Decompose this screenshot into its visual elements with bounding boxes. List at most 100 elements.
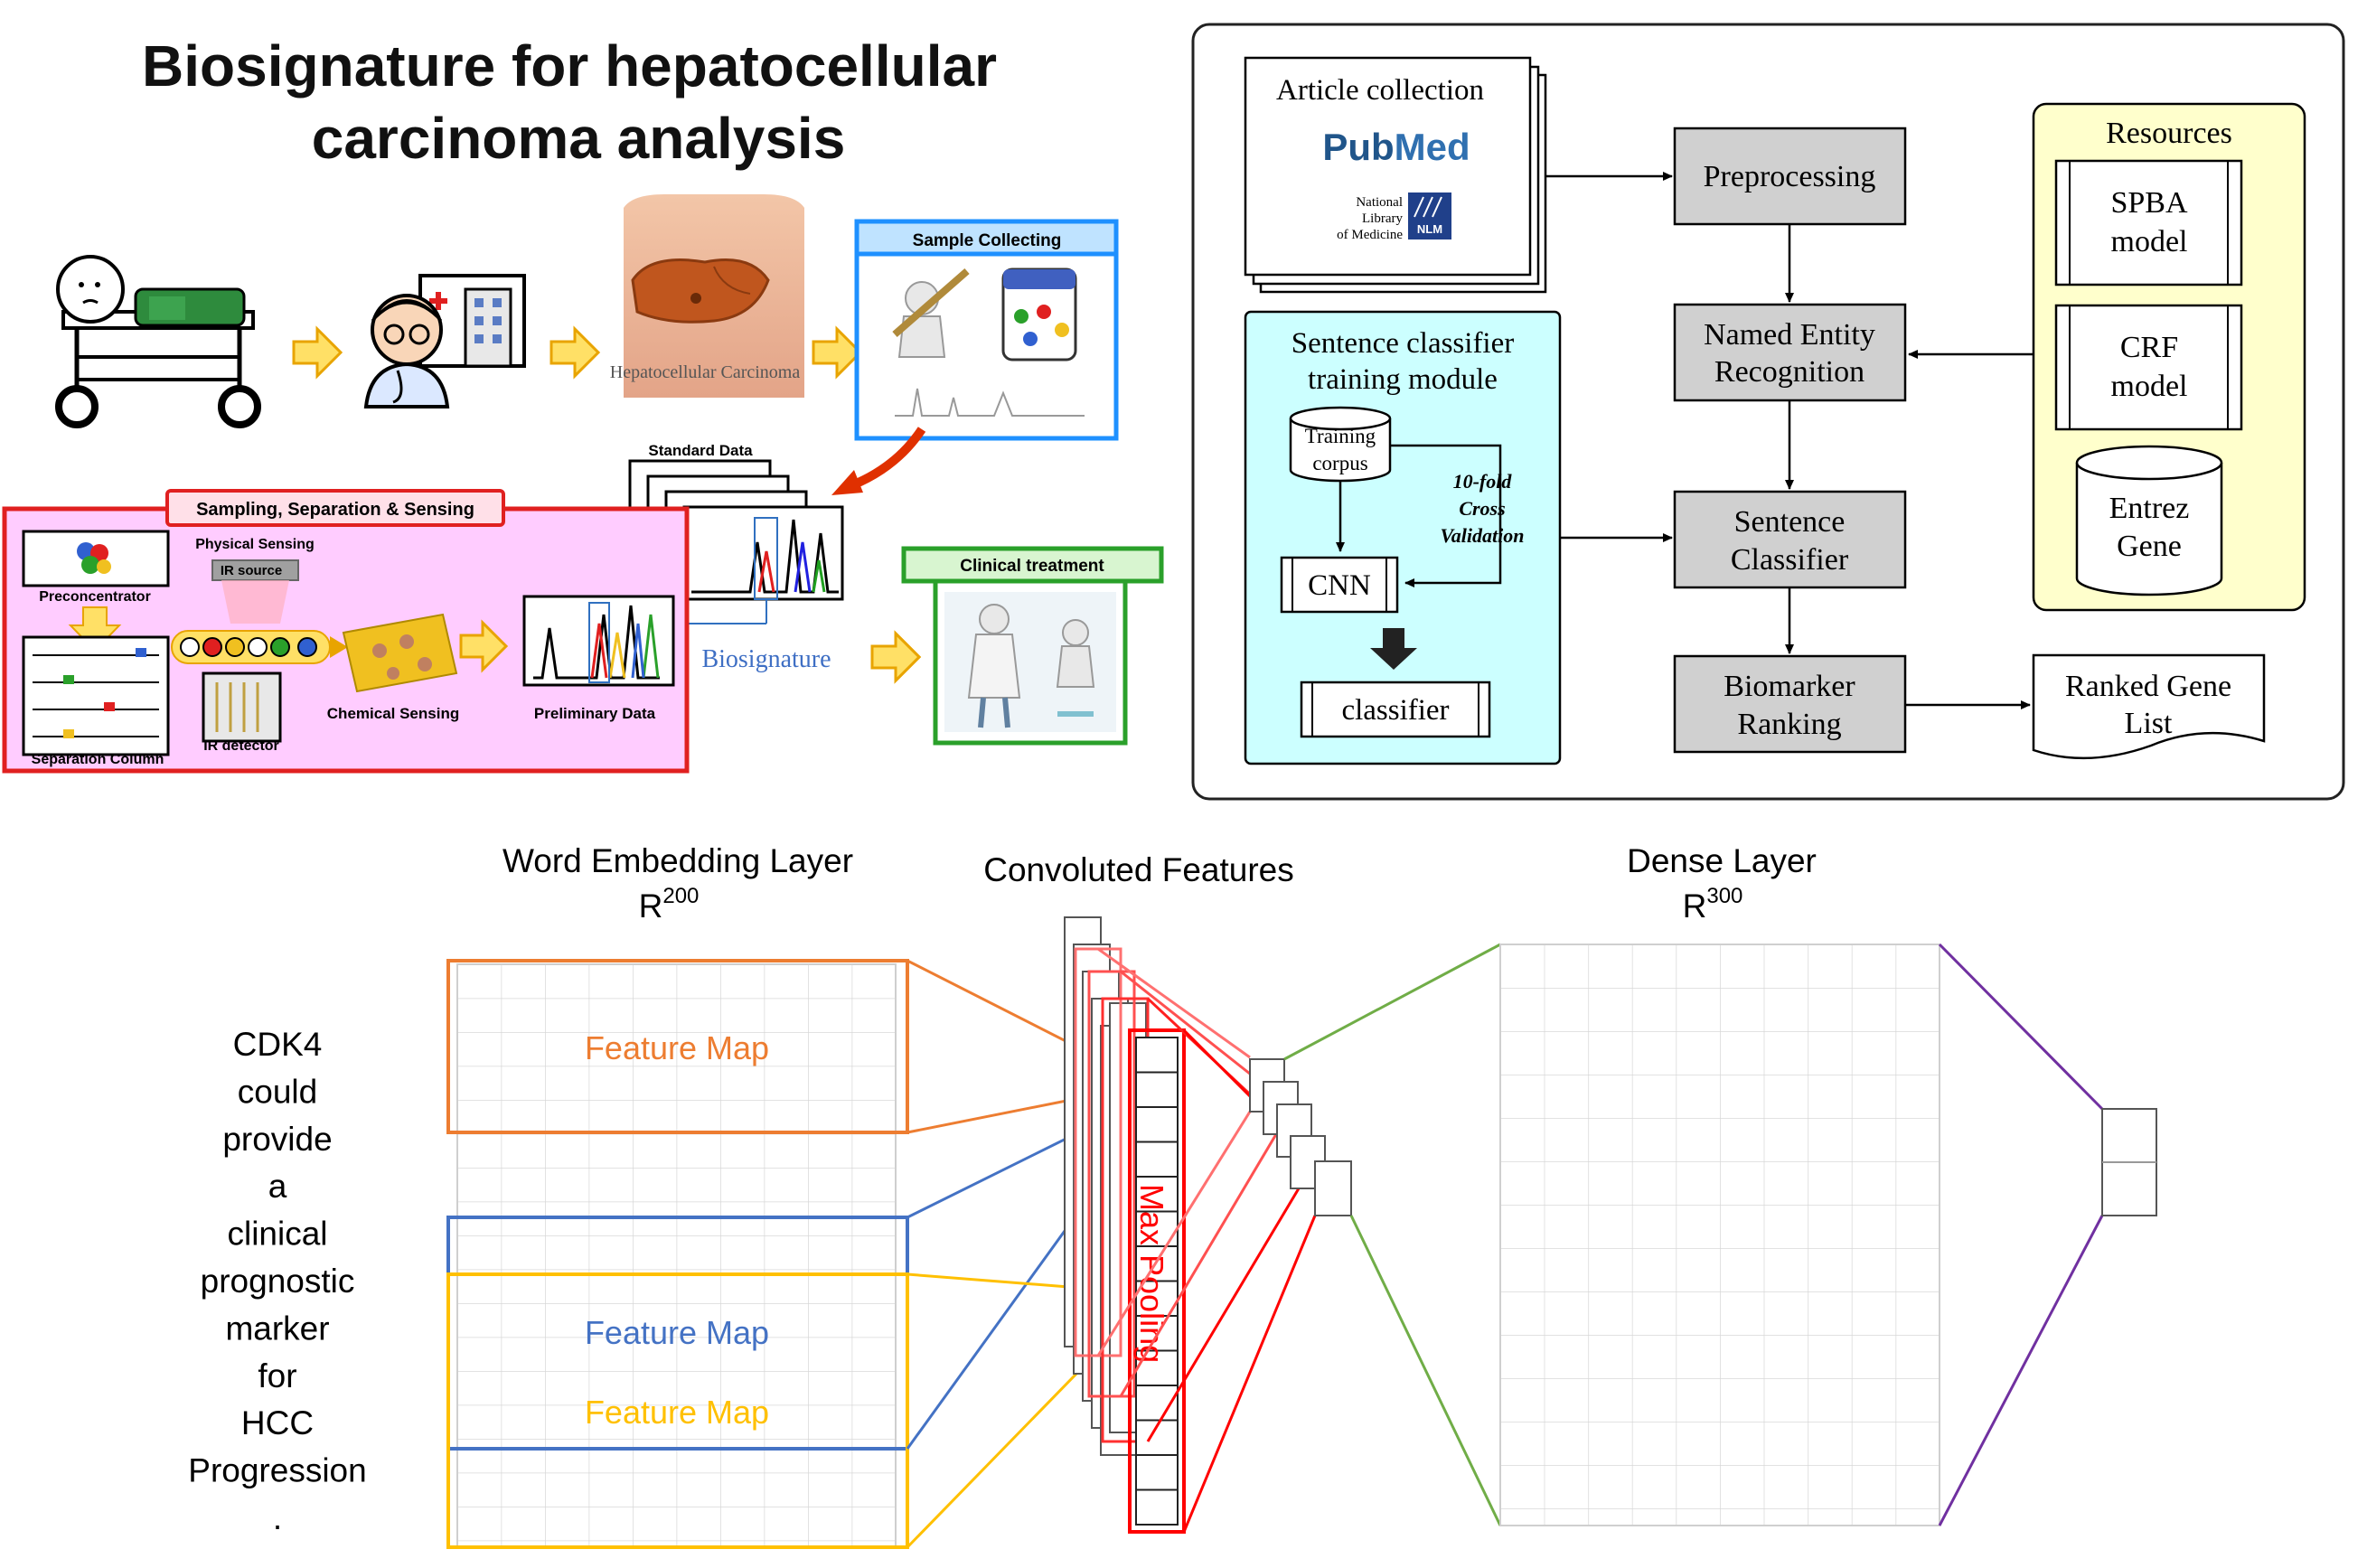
ner-label-line1: Named Entity — [1704, 318, 1875, 352]
classifier-label: classifier — [1341, 694, 1449, 727]
clinical-treatment-label: Clinical treatment — [960, 557, 1104, 576]
ranked-label-line1: Ranked Gene — [2065, 670, 2231, 703]
training-corpus-cylinder — [1289, 406, 1392, 483]
orange-connector-top — [906, 959, 1081, 1050]
sample-to-standard-arrow — [831, 427, 926, 495]
crf-label-line1: CRF — [2120, 331, 2178, 364]
sentence-classifier-box: Sentence Classifier — [1673, 490, 1907, 589]
training-module-panel: Sentence classifier training module Trai… — [1244, 310, 1562, 765]
biomarker-ranking-box: Biomarker Ranking — [1673, 654, 1907, 754]
ranked-label-line2: List — [2125, 707, 2173, 740]
doctor-hospital-icon — [363, 274, 526, 408]
feature-map-yellow-label: Feature Map — [585, 1394, 769, 1431]
preliminary-data-label: Preliminary Data — [534, 705, 656, 722]
spba-label-line1: SPBA — [2110, 186, 2187, 220]
flow-arrow-1 — [292, 325, 343, 380]
preconcentrator-label: Preconcentrator — [39, 589, 151, 605]
pubmed-logo: PubMed — [1322, 126, 1470, 168]
output-layer — [2101, 1108, 2157, 1216]
purple-connector-bottom — [1938, 1215, 2104, 1526]
max-pooling-cell — [1135, 1176, 1179, 1213]
chemical-sensing-label: Chemical Sensing — [327, 705, 459, 722]
biosignature-label: Biosignature — [701, 645, 831, 673]
max-pooling-label: Max Pooling — [1133, 1184, 1170, 1363]
nlm-name-line3: of Medicine — [1337, 228, 1403, 242]
ranked-gene-list-doc: Ranked Gene List — [2032, 653, 2266, 760]
liver-torso-image: Hepatocellular Carcinoma — [610, 194, 804, 398]
nlm-name-line2: Library — [1362, 211, 1403, 226]
preprocessing-label: Preprocessing — [1704, 160, 1876, 193]
clinical-treatment-box: Clinical treatment — [901, 546, 1164, 746]
feature-map-yellow-frame — [446, 1272, 909, 1549]
pool-connector-8 — [1182, 1215, 1317, 1533]
max-pooling-cell — [1135, 1454, 1179, 1491]
convoluted-title: Convoluted Features — [983, 851, 1293, 888]
purple-connector-top — [1938, 943, 2104, 1111]
green-connector-bottom — [1349, 1215, 1502, 1526]
word-embedding-title: Word Embedding Layer — [503, 842, 853, 879]
standard-data-label: Standard Data — [648, 442, 753, 459]
orange-connector-bottom — [906, 1096, 1081, 1134]
sentence-word: . — [273, 1499, 282, 1536]
liver-label: Hepatocellular Carcinoma — [610, 362, 801, 382]
pooled-output-stack — [1249, 1058, 1352, 1216]
ner-box: Named Entity Recognition — [1673, 303, 1907, 402]
r200-base: R — [639, 887, 663, 925]
module-label-line1: Sentence classifier — [1292, 327, 1514, 360]
pool-connector-3 — [1120, 970, 1264, 1086]
feature-map-orange-label: Feature Map — [585, 1029, 769, 1066]
input-sentence: CDK4 could provide a clinical prognostic marke… — [188, 1026, 366, 1536]
r200-exponent: 200 — [662, 884, 699, 908]
br-label-line2: Ranking — [1737, 708, 1841, 741]
flow-arrow-2 — [549, 325, 601, 380]
sample-collecting-box: Sample Collecting — [854, 219, 1119, 441]
flow-arrow-3 — [812, 325, 863, 380]
sentence-word: prognostic — [201, 1263, 355, 1300]
sentence-word: clinical — [227, 1216, 327, 1253]
word-embedding-dim: R200 — [639, 884, 700, 925]
resources-label: Resources — [2106, 117, 2232, 150]
sc-label-line2: Classifier — [1731, 543, 1849, 577]
patient-bed-icon — [55, 255, 261, 428]
cv-label-line3: Validation — [1441, 524, 1525, 547]
pubmed-pub-text: Pub — [1322, 126, 1394, 168]
pool-connector-1 — [1097, 947, 1251, 1059]
max-pooling-cell — [1135, 1141, 1179, 1178]
module-label-line2: training module — [1308, 363, 1498, 396]
text-mining-panel: Article collection PubMed National Libra… — [1191, 23, 2345, 801]
entrez-database-icon — [2075, 445, 2223, 596]
r300-exponent: 300 — [1706, 884, 1742, 908]
sentence-word: CDK4 — [233, 1026, 323, 1063]
sentence-word: a — [268, 1168, 287, 1205]
sentence-word: marker — [225, 1310, 329, 1347]
sentence-word: provide — [222, 1121, 332, 1158]
pubmed-med-text: Med — [1395, 126, 1470, 168]
training-label-line1: Training — [1305, 425, 1376, 447]
entrez-label-line2: Gene — [2117, 530, 2182, 563]
resources-panel: Resources SPBA model CRF model Entrez Ge… — [2032, 102, 2306, 612]
max-pooling-cell — [1135, 1106, 1179, 1143]
sentence-word: could — [238, 1073, 317, 1110]
sampling-title: Sampling, Separation & Sensing — [196, 500, 474, 520]
green-connector-top — [1283, 943, 1501, 1061]
conv-red-frame-2 — [1087, 970, 1136, 1398]
article-collection-stack: Article collection PubMed National Libra… — [1244, 56, 1547, 294]
sentence-word: for — [258, 1357, 296, 1394]
crf-label-line2: model — [2111, 370, 2188, 403]
br-label-line1: Biomarker — [1724, 670, 1855, 703]
ir-source-label: IR source — [221, 563, 282, 578]
sc-label-line1: Sentence — [1734, 505, 1846, 539]
ir-detector-label: IR detector — [203, 738, 279, 754]
max-pooling-cell — [1135, 1037, 1179, 1074]
ner-label-line2: Recognition — [1714, 355, 1864, 389]
article-collection-label: Article collection — [1276, 74, 1484, 107]
feature-map-blue-label: Feature Map — [585, 1314, 769, 1351]
dense-dim: R300 — [1683, 884, 1743, 925]
training-label-line2: corpus — [1312, 452, 1367, 474]
nlm-logo: NLM — [1417, 222, 1442, 236]
r300-base: R — [1683, 887, 1707, 925]
feature-map-orange-frame — [446, 959, 909, 1134]
cnn-architecture-panel: Word Embedding Layer R200 Convoluted Fea… — [188, 842, 2157, 1549]
cnn-label: CNN — [1308, 569, 1371, 602]
